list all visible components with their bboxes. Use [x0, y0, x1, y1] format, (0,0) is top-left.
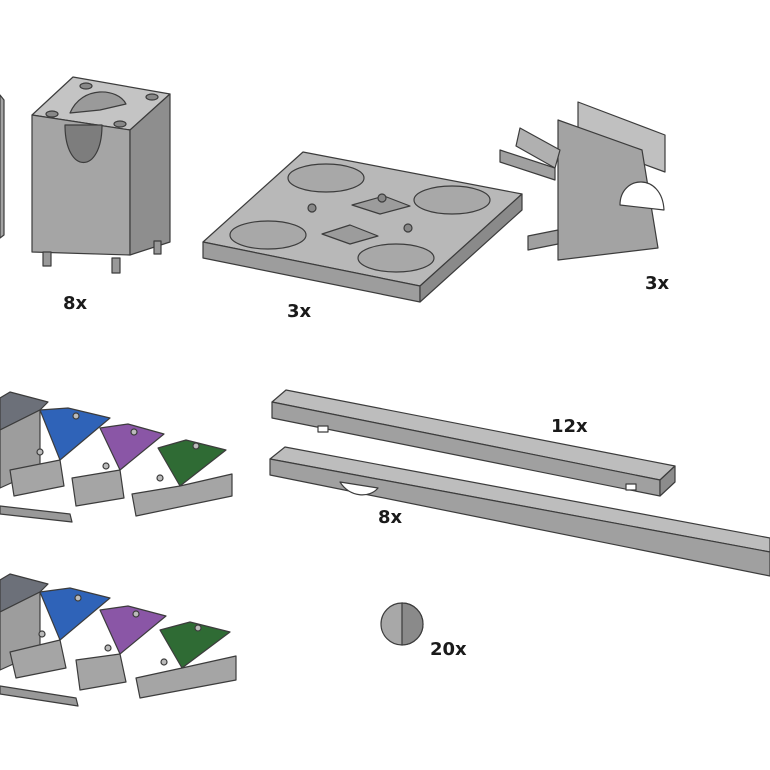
key-row-top	[0, 391, 233, 517]
column-block	[31, 76, 171, 274]
mallet-top	[0, 505, 73, 523]
qty-base-plate: 3x	[287, 301, 312, 322]
column-block-partial	[0, 94, 5, 239]
mallet-bottom	[0, 685, 79, 707]
qty-rail-long: 12x	[551, 416, 588, 437]
key-row-bottom	[0, 573, 237, 699]
rail-extra-long	[269, 446, 770, 577]
qty-marble: 20x	[430, 639, 467, 660]
rail-connector	[499, 101, 666, 261]
qty-column-block: 8x	[63, 293, 88, 314]
rail-long	[271, 389, 676, 497]
base-plate	[202, 151, 523, 303]
marble	[380, 602, 424, 646]
qty-rail-extra-long: 8x	[378, 507, 403, 528]
qty-rail-connector: 3x	[645, 273, 670, 294]
